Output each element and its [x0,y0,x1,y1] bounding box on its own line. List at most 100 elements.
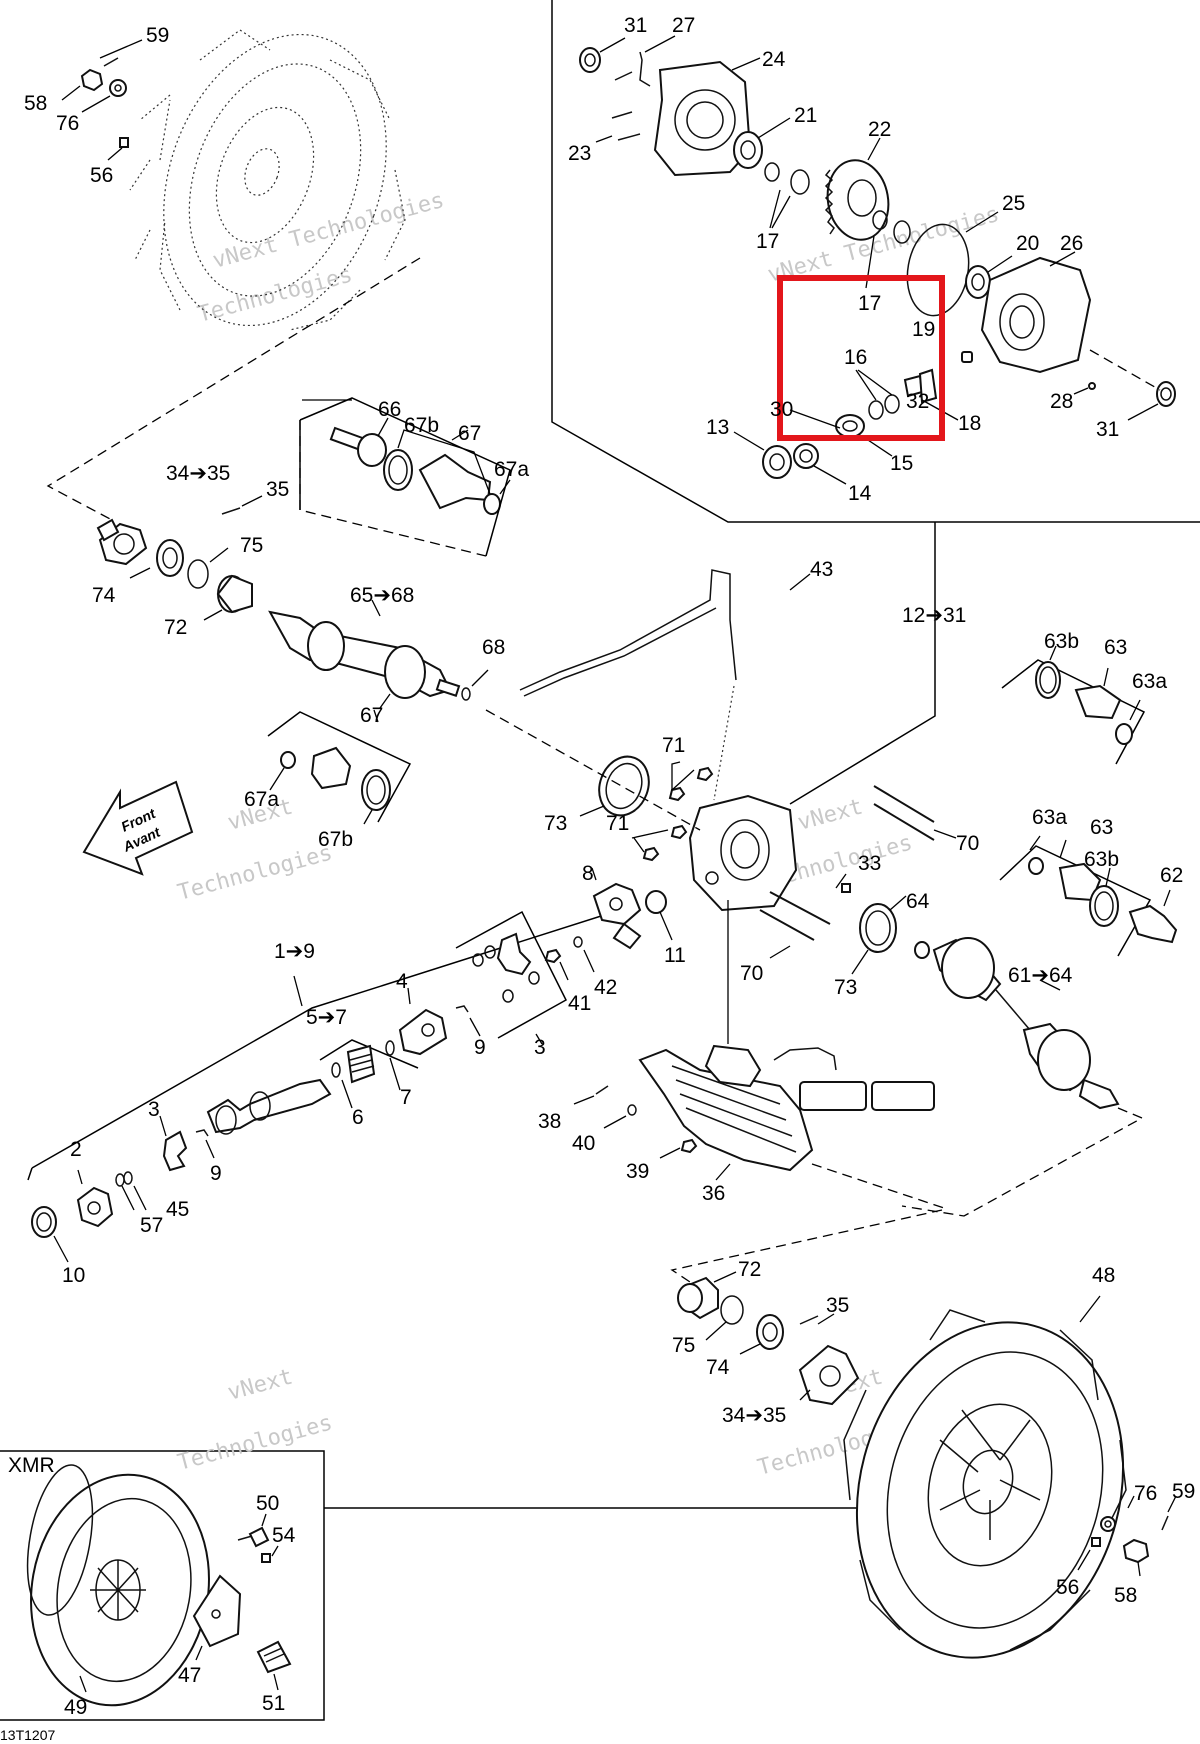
label-24: 24 [762,48,786,71]
label-7: 7 [400,1086,412,1109]
label-63b: 63b [1044,630,1079,653]
label-70: 70 [740,962,763,985]
label-57: 57 [140,1214,163,1237]
rear-wheel-hub [670,1209,1177,1659]
label-10: 10 [62,1264,85,1287]
label-33: 33 [858,852,881,875]
label-18: 18 [958,412,981,435]
label-67a: 67a [494,458,529,481]
label-26: 26 [1060,232,1083,255]
label-63b: 63b [1084,848,1119,871]
label-1-9: 1➔9 [274,940,315,963]
label-32: 32 [906,390,929,413]
label-63: 63 [1090,816,1113,839]
label-22: 22 [868,118,891,141]
label-74: 74 [706,1356,730,1379]
label-12-31: 12➔31 [902,604,966,627]
label-9: 9 [210,1162,222,1185]
label-27: 27 [672,14,695,37]
label-63a: 63a [1032,806,1067,829]
label-38: 38 [538,1110,561,1133]
differential-assembly [485,569,957,975]
label-49: 49 [64,1696,87,1719]
label-17: 17 [858,292,881,315]
xmr-wheel-inset [26,1464,292,1707]
label-28: 28 [1050,390,1073,413]
watermarks: vNext Technologies Technologies vNext Te… [175,188,1002,1481]
label-4: 4 [396,970,408,993]
rear-tire-dotted [129,29,406,331]
label-17: 17 [756,230,779,253]
label-45: 45 [166,1198,189,1221]
label-50: 50 [256,1492,279,1515]
label-67a: 67a [244,788,279,811]
label-67: 67 [360,704,383,727]
label-72: 72 [164,616,187,639]
label-41: 41 [568,992,591,1015]
label-64: 64 [906,890,930,913]
label-31: 31 [1096,418,1119,441]
label-73: 73 [544,812,567,835]
label-3: 3 [148,1098,160,1121]
label-58: 58 [24,92,47,115]
label-71: 71 [662,734,685,757]
label-48: 48 [1092,1264,1115,1287]
label-72: 72 [738,1258,761,1281]
left-drive-shaft [96,397,511,709]
label-70: 70 [956,832,979,855]
label-76: 76 [56,112,79,135]
label-54: 54 [272,1524,296,1547]
label-67: 67 [458,422,481,445]
label-67b: 67b [404,414,439,437]
label-59: 59 [146,24,169,47]
label-3: 3 [534,1036,546,1059]
label-15: 15 [890,452,913,475]
left-boot-kit [267,709,412,825]
label-5-7: 5➔7 [306,1006,347,1029]
front-direction-arrow: Front Avant [82,780,194,876]
label-23: 23 [568,142,591,165]
label-58: 58 [1114,1584,1137,1607]
label-6: 6 [352,1106,364,1129]
label-75: 75 [672,1334,695,1357]
label-71: 71 [606,812,629,835]
label-56: 56 [1056,1576,1079,1599]
label-36: 36 [702,1182,725,1205]
label-13: 13 [706,416,729,439]
watermark: Technologies [175,1411,335,1476]
label-61-64: 61➔64 [1008,964,1073,987]
label-75: 75 [240,534,263,557]
label-74: 74 [92,584,116,607]
label-34-35: 34➔35 [166,462,230,485]
label-68: 68 [482,636,505,659]
xmr-label: XMR [8,1454,55,1477]
label-21: 21 [794,104,817,127]
label-59: 59 [1172,1480,1195,1503]
label-62: 62 [1160,864,1183,887]
watermark: vNext [225,1365,295,1406]
label-51: 51 [262,1692,285,1715]
watermark: Technologies [175,841,335,906]
label-20: 20 [1016,232,1039,255]
label-73: 73 [834,976,857,999]
label-34-35: 34➔35 [722,1404,786,1427]
label-16: 16 [844,346,867,369]
label-31: 31 [624,14,647,37]
label-40: 40 [572,1132,595,1155]
label-65-68: 65➔68 [350,584,414,607]
label-63a: 63a [1132,670,1167,693]
watermark: vNext Technologies [210,188,447,274]
part-labels: 59 58 76 56 31 27 24 21 23 22 25 17 20 2… [0,14,1195,1743]
label-2: 2 [70,1138,82,1161]
top-left-hardware [61,39,143,161]
label-63: 63 [1104,636,1127,659]
label-43: 43 [810,558,833,581]
label-14: 14 [848,482,872,505]
label-67b: 67b [318,828,353,851]
watermark: vNext [795,795,865,836]
gearbox-exploded [579,35,1176,485]
label-47: 47 [178,1664,201,1687]
label-39: 39 [626,1160,649,1183]
label-19: 19 [912,318,935,341]
